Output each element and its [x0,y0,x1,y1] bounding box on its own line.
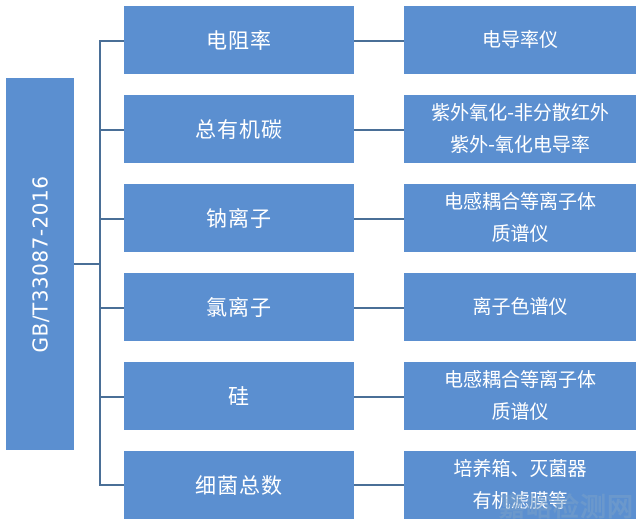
branch-connector [99,218,124,220]
parameter-box-bacteria: 细菌总数 [124,451,354,519]
method-box: 电感耦合等离子体 质谱仪 [404,184,636,252]
root-standard-box: GB/T33087-2016 [6,78,74,450]
method-box: 培养箱、灭菌器 有机滤膜等 [404,451,636,519]
method-connector [354,40,404,42]
method-connector [354,307,404,309]
branch-connector [99,129,124,131]
root-standard-label: GB/T33087-2016 [28,175,53,353]
method-box: 紫外氧化-非分散红外 紫外-氧化电导率 [404,95,636,163]
method-line: 电感耦合等离子体 [443,369,596,391]
method-line: 离子色谱仪 [472,296,568,318]
method-box: 电感耦合等离子体 质谱仪 [404,362,636,430]
root-connector [74,263,99,265]
method-line: 培养箱、灭菌器 [453,458,587,480]
method-line: 电感耦合等离子体 [443,191,596,213]
method-connector [354,396,404,398]
branch-connector [99,307,124,309]
method-line: 有机滤膜等 [472,490,568,512]
watermark-text: 嘉峪检测网 [498,493,634,523]
method-line: 质谱仪 [491,401,549,423]
parameter-label: 钠离子 [206,207,272,231]
parameter-label: 总有机碳 [195,118,283,142]
parameter-box-silicon: 硅 [124,362,354,430]
branch-connector [99,484,124,486]
method-box: 离子色谱仪 [404,273,636,341]
branch-connector [99,396,124,398]
method-line: 紫外-氧化电导率 [450,134,590,156]
parameter-box-resistivity: 电阻率 [124,6,354,74]
method-line: 紫外氧化-非分散红外 [431,102,609,124]
method-connector [354,129,404,131]
parameter-box-chloride: 氯离子 [124,273,354,341]
method-connector [354,484,404,486]
parameter-box-sodium: 钠离子 [124,184,354,252]
parameter-label: 氯离子 [206,296,272,320]
method-box: 电导率仪 [404,6,636,74]
method-connector [354,218,404,220]
method-line: 质谱仪 [491,223,549,245]
tree-trunk [99,40,101,485]
method-line: 电导率仪 [481,29,558,51]
branch-connector [99,40,124,42]
parameter-label: 细菌总数 [195,474,283,498]
parameter-label: 硅 [228,385,250,409]
parameter-box-toc: 总有机碳 [124,95,354,163]
parameter-label: 电阻率 [206,29,272,53]
